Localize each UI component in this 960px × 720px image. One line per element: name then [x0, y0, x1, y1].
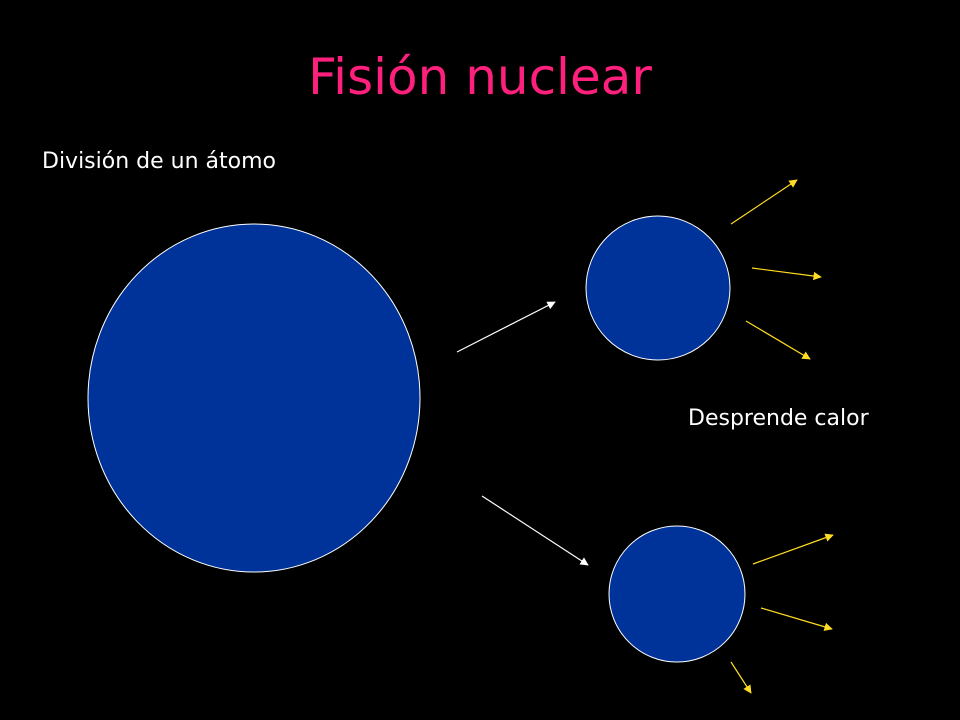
fragment-nucleus-bottom — [608, 525, 746, 663]
heat-ray-bottom-1 — [752, 533, 834, 565]
caption-atom-division: División de un átomo — [42, 149, 276, 174]
heat-ray-bottom-3 — [730, 661, 752, 694]
heat-ray-bottom-2 — [760, 607, 833, 631]
caption-releases-heat: Desprende calor — [688, 406, 869, 431]
slide-title: Fisión nuclear — [308, 48, 652, 106]
fission-arrow-lower — [481, 495, 589, 566]
heat-ray-top-2 — [751, 267, 822, 281]
fragment-nucleus-top — [585, 215, 731, 361]
heat-ray-top-1 — [730, 179, 798, 225]
parent-nucleus — [87, 223, 421, 573]
heat-ray-top-3 — [745, 320, 811, 360]
fission-arrow-upper — [456, 301, 556, 353]
